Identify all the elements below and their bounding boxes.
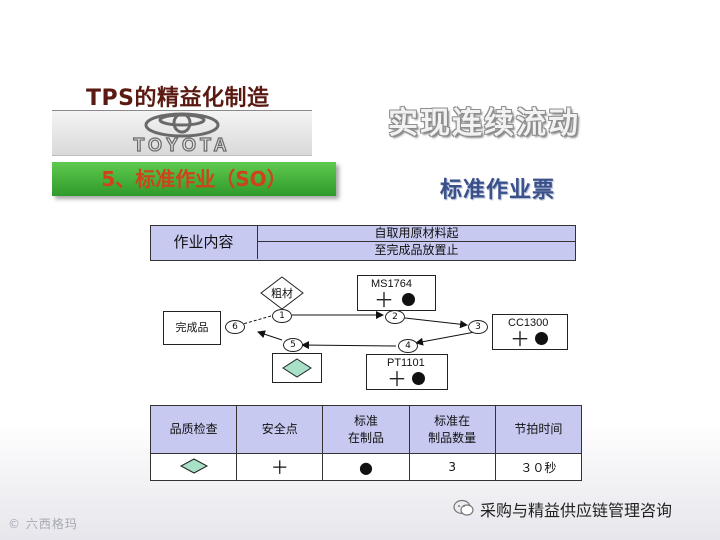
finished-goods-label: 完成品 (175, 321, 209, 334)
legend-header-text: 安全点 (261, 422, 298, 436)
section-label: 5、标准作业（SO） (101, 167, 287, 191)
wip-cell: ● (322, 453, 410, 481)
work-content-header: 作业内容 (150, 225, 258, 259)
footer-source: 采购与精益供应链管理咨询 (480, 501, 673, 520)
safety-plus-icon: ＋ (510, 327, 530, 351)
legend-header: 标准 在制品 (322, 405, 410, 454)
legend-header: 安全点 (236, 405, 324, 454)
wip-dot-icon (402, 293, 415, 306)
step-node: 1 (272, 309, 292, 323)
quality-check-box (272, 353, 322, 383)
raw-material-label: 粗材 (271, 287, 293, 300)
wip-dot-icon (535, 332, 548, 345)
quality-diamond-icon (179, 457, 208, 474)
legend-header: 节拍时间 (494, 405, 583, 454)
machine-pt1101: PT1101 ＋ (366, 354, 448, 390)
legend-header: 标准在 制品数量 (408, 405, 496, 454)
wip-count-value: 3 (448, 460, 456, 474)
svg-text:TOYOTA: TOYOTA (133, 135, 230, 155)
work-content-end: 至完成品放置止 (374, 243, 459, 257)
safety-point-cell: ＋ (236, 453, 324, 481)
quality-diamond-icon (282, 358, 312, 378)
machine-cc1300: CC1300 ＋ (492, 314, 568, 350)
step-node: 3 (468, 320, 488, 334)
step-node: 6 (225, 320, 245, 334)
takt-time-cell: ３０秒 (494, 453, 583, 481)
wip-count-cell: 3 (408, 453, 496, 481)
legend-header-text: 标准 在制品 (347, 413, 384, 445)
wip-dot-icon: ● (358, 457, 373, 477)
takt-time-value: ３０秒 (520, 460, 557, 475)
main-title: 实现连续流动 (388, 106, 580, 141)
safety-plus-icon: ＋ (374, 288, 394, 312)
quality-check-cell (149, 453, 238, 481)
machine-name: MS1764 (371, 278, 412, 290)
tps-title: TPS的精益化制造 (86, 86, 270, 111)
toyota-logo-graphic: TOYOTA (133, 112, 230, 156)
step-node: 2 (385, 310, 405, 324)
step-node: 4 (398, 339, 418, 353)
sub-title: 标准作业票 (440, 178, 556, 203)
machine-name: CC1300 (508, 317, 549, 329)
machine-name: PT1101 (387, 357, 425, 369)
legend-header-text: 标准在 制品数量 (428, 413, 477, 445)
wip-dot-icon (412, 372, 425, 385)
safety-plus-icon: ＋ (387, 367, 407, 391)
safety-plus-icon: ＋ (270, 458, 289, 479)
work-content-table (150, 225, 576, 261)
legend-value-row: ＋ ● 3 ３０秒 (149, 453, 583, 481)
watermark: © 六西格玛 (8, 517, 78, 531)
wechat-icon (453, 499, 474, 516)
legend-header-text: 品质检查 (169, 422, 218, 436)
finished-goods-box: 完成品 (163, 311, 221, 345)
legend-header-text: 节拍时间 (514, 422, 563, 436)
watermark-text: 六西格玛 (25, 517, 78, 531)
legend-header: 品质检查 (149, 405, 238, 454)
toyota-logo: TOYOTA (52, 111, 312, 156)
legend-header-row: 品质检查 安全点 标准 在制品 标准在 制品数量 节拍时间 (149, 405, 583, 454)
legend-table: 品质检查 安全点 标准 在制品 标准在 制品数量 节拍时间 ＋ ● 3 ３０秒 (149, 405, 583, 481)
step-node: 5 (283, 338, 303, 352)
work-content-start: 自取用原材料起 (258, 225, 575, 242)
section-banner (52, 162, 336, 196)
machine-ms1764: MS1764 ＋ (357, 275, 436, 311)
